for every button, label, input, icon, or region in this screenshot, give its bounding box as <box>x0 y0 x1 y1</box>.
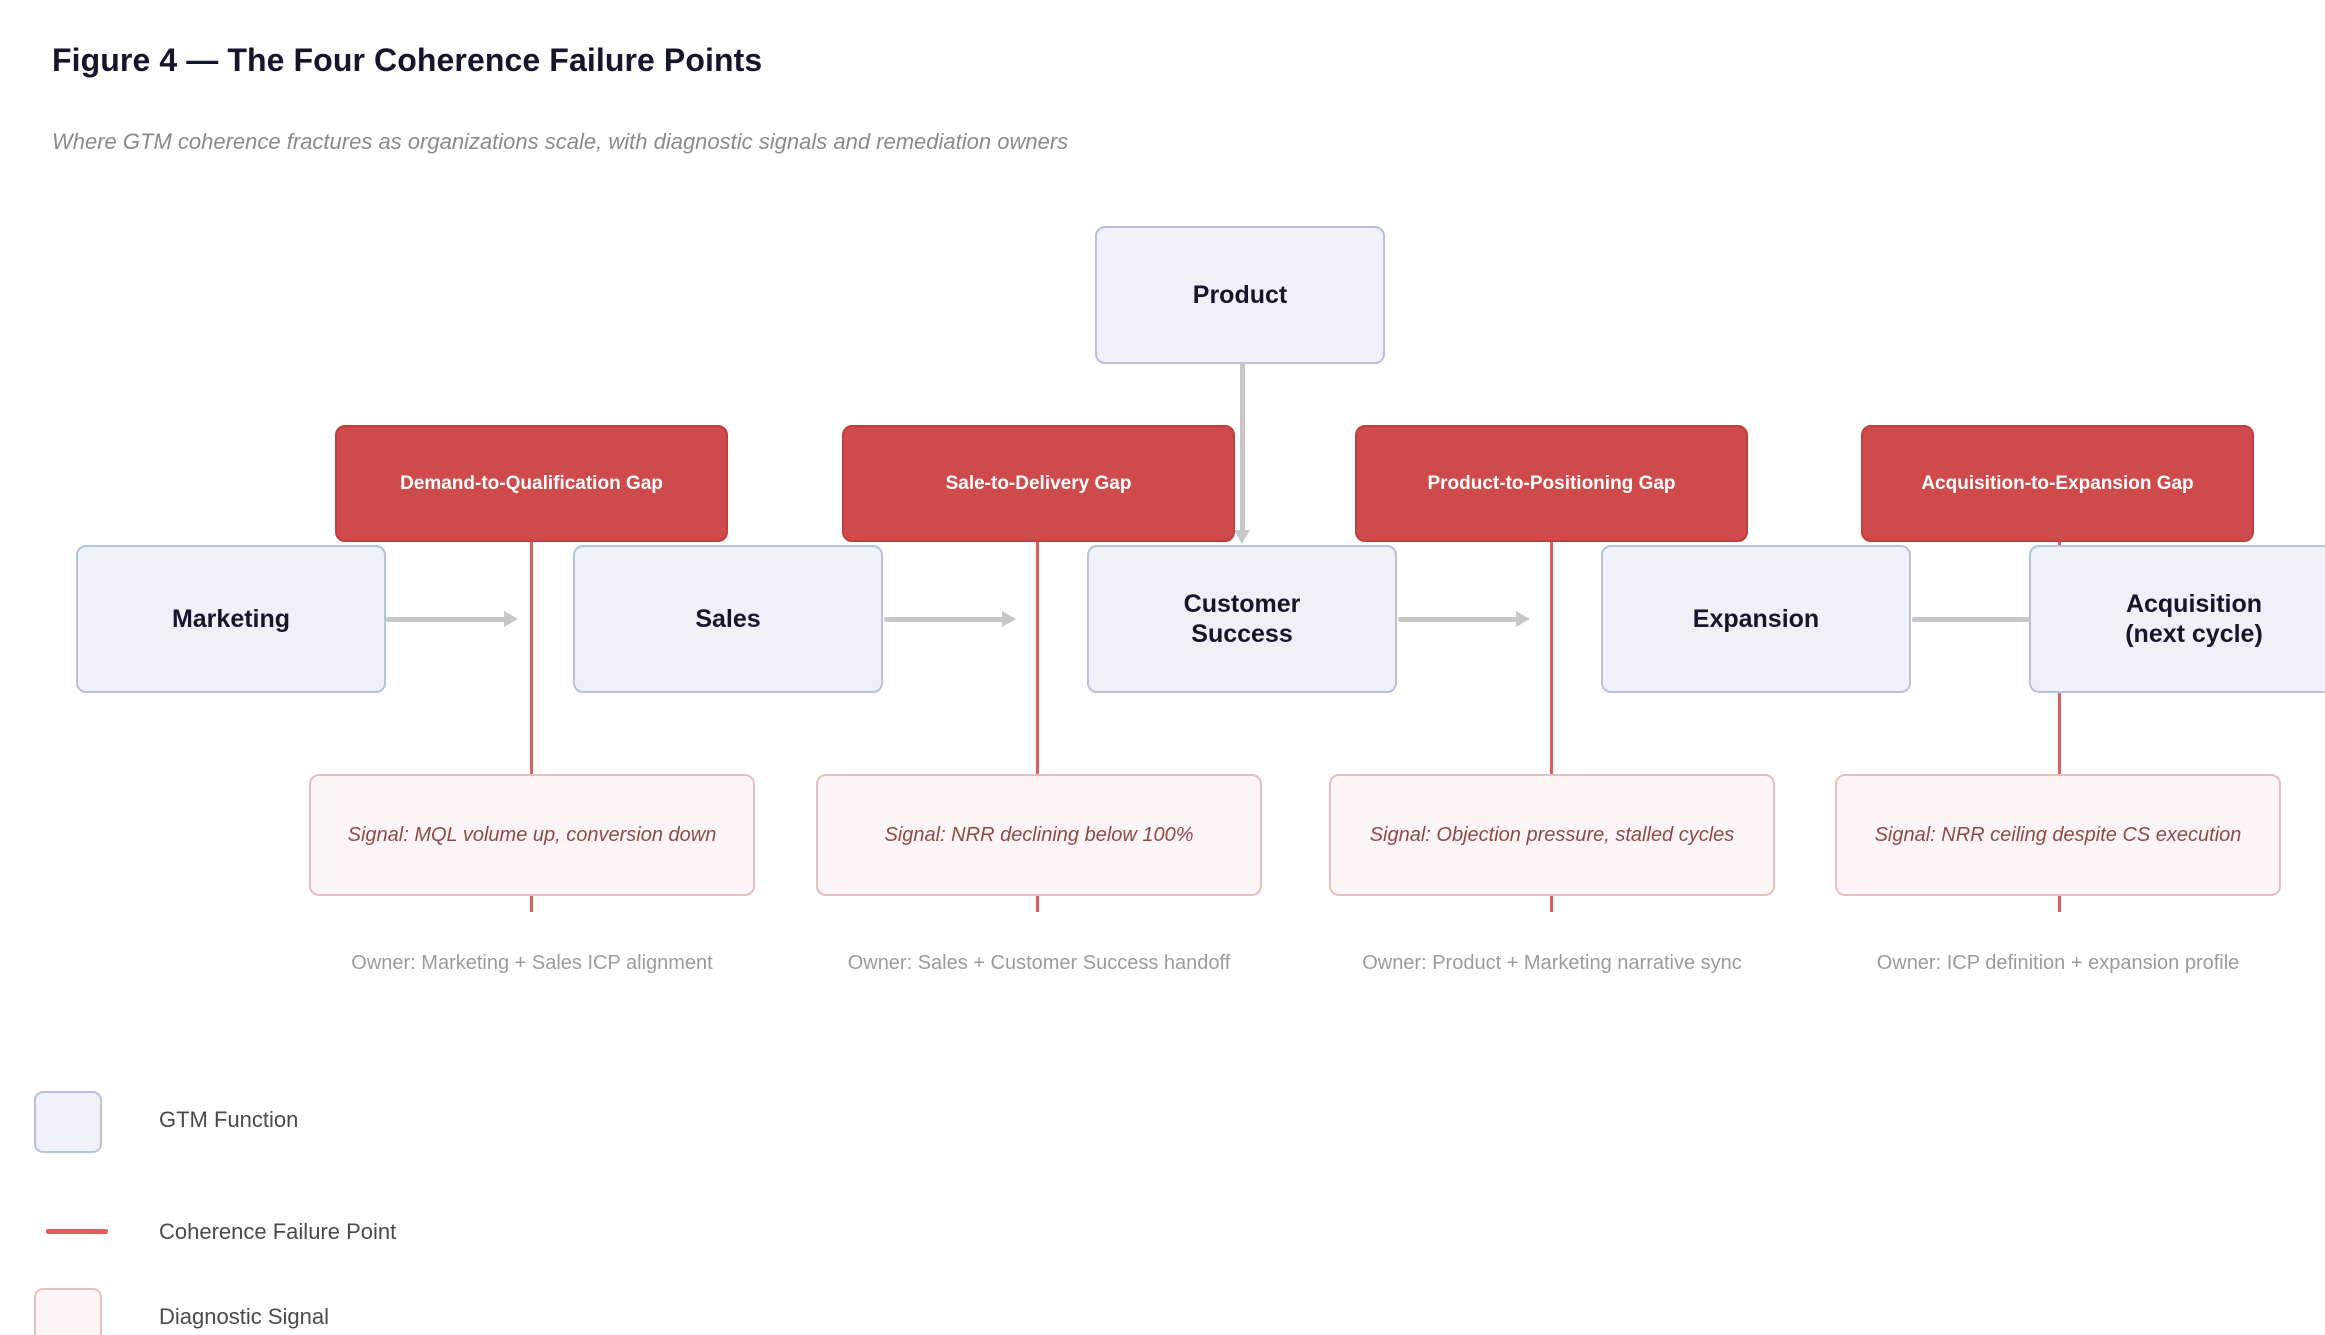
legend-label-coherence-failure-point: Coherence Failure Point <box>159 1219 397 1244</box>
owner-caption-1: Owner: Marketing + Sales ICP alignment <box>309 952 755 975</box>
owner-text-1: Owner: Marketing + Sales ICP alignment <box>351 952 713 974</box>
legend-label-diagnostic-signal: Diagnostic Signal <box>159 1304 329 1329</box>
node-marketing-label: Marketing <box>171 604 291 633</box>
owner-caption-2: Owner: Sales + Customer Success handoff <box>816 952 1262 975</box>
owner-caption-3: Owner: Product + Marketing narrative syn… <box>1329 952 1775 975</box>
node-product[interactable]: Product <box>1095 226 1385 364</box>
gap-label-1: Demand-to-Qualification Gap <box>400 472 663 494</box>
legend-swatch-gtm-function-icon <box>34 1091 102 1153</box>
node-marketing[interactable]: Marketing <box>76 545 386 693</box>
legend-swatch-failure-line-icon <box>46 1229 108 1234</box>
failure-line-1 <box>530 432 533 912</box>
arrow-marketing-to-sales <box>386 604 521 634</box>
arrow-customer-success-to-expansion <box>1398 604 1533 634</box>
signal-label-1: Signal: MQL volume up, conversion down <box>347 823 717 846</box>
node-acquisition-label: Acquisition (next cycle) <box>2125 589 2263 649</box>
gap-label-4: Acquisition-to-Expansion Gap <box>1921 472 2194 494</box>
signal-box-1[interactable]: Signal: MQL volume up, conversion down <box>309 774 755 896</box>
node-customer-success[interactable]: Customer Success <box>1087 545 1397 693</box>
page-subtitle: Where GTM coherence fractures as organiz… <box>52 129 1069 154</box>
gap-label-3: Product-to-Positioning Gap <box>1427 472 1676 494</box>
gap-box-sale-to-delivery[interactable]: Sale-to-Delivery Gap <box>842 425 1235 542</box>
failure-line-2 <box>1036 432 1039 912</box>
node-sales-label: Sales <box>695 604 761 633</box>
node-expansion-label: Expansion <box>1692 604 1820 633</box>
signal-box-2[interactable]: Signal: NRR declining below 100% <box>816 774 1262 896</box>
node-expansion[interactable]: Expansion <box>1601 545 1911 693</box>
gap-label-2: Sale-to-Delivery Gap <box>945 472 1132 494</box>
gap-box-product-to-positioning[interactable]: Product-to-Positioning Gap <box>1355 425 1748 542</box>
arrow-product-to-customer-success <box>1234 364 1250 544</box>
owner-caption-4: Owner: ICP definition + expansion profil… <box>1835 952 2281 975</box>
signal-box-3[interactable]: Signal: Objection pressure, stalled cycl… <box>1329 774 1775 896</box>
node-customer-success-label: Customer Success <box>1183 589 1301 649</box>
owner-text-2: Owner: Sales + Customer Success handoff <box>847 952 1231 974</box>
signal-box-4[interactable]: Signal: NRR ceiling despite CS execution <box>1835 774 2281 896</box>
legend-label-gtm-function: GTM Function <box>159 1107 299 1132</box>
arrow-expansion-to-acquisition <box>1912 604 2047 634</box>
gap-box-demand-to-qualification[interactable]: Demand-to-Qualification Gap <box>335 425 728 542</box>
node-product-label: Product <box>1192 280 1288 309</box>
arrow-sales-to-customer-success <box>884 604 1019 634</box>
node-acquisition[interactable]: Acquisition (next cycle) <box>2029 545 2325 693</box>
owner-text-3: Owner: Product + Marketing narrative syn… <box>1362 952 1742 974</box>
owner-text-4: Owner: ICP definition + expansion profil… <box>1876 952 2240 974</box>
gap-box-acquisition-to-expansion[interactable]: Acquisition-to-Expansion Gap <box>1861 425 2254 542</box>
node-sales[interactable]: Sales <box>573 545 883 693</box>
signal-label-2: Signal: NRR declining below 100% <box>884 823 1194 846</box>
signal-label-4: Signal: NRR ceiling despite CS execution <box>1874 823 2242 846</box>
page-title: Figure 4 — The Four Coherence Failure Po… <box>52 42 763 78</box>
failure-line-3 <box>1550 432 1553 912</box>
legend-swatch-diagnostic-signal-icon <box>34 1288 102 1335</box>
signal-label-3: Signal: Objection pressure, stalled cycl… <box>1369 823 1735 846</box>
